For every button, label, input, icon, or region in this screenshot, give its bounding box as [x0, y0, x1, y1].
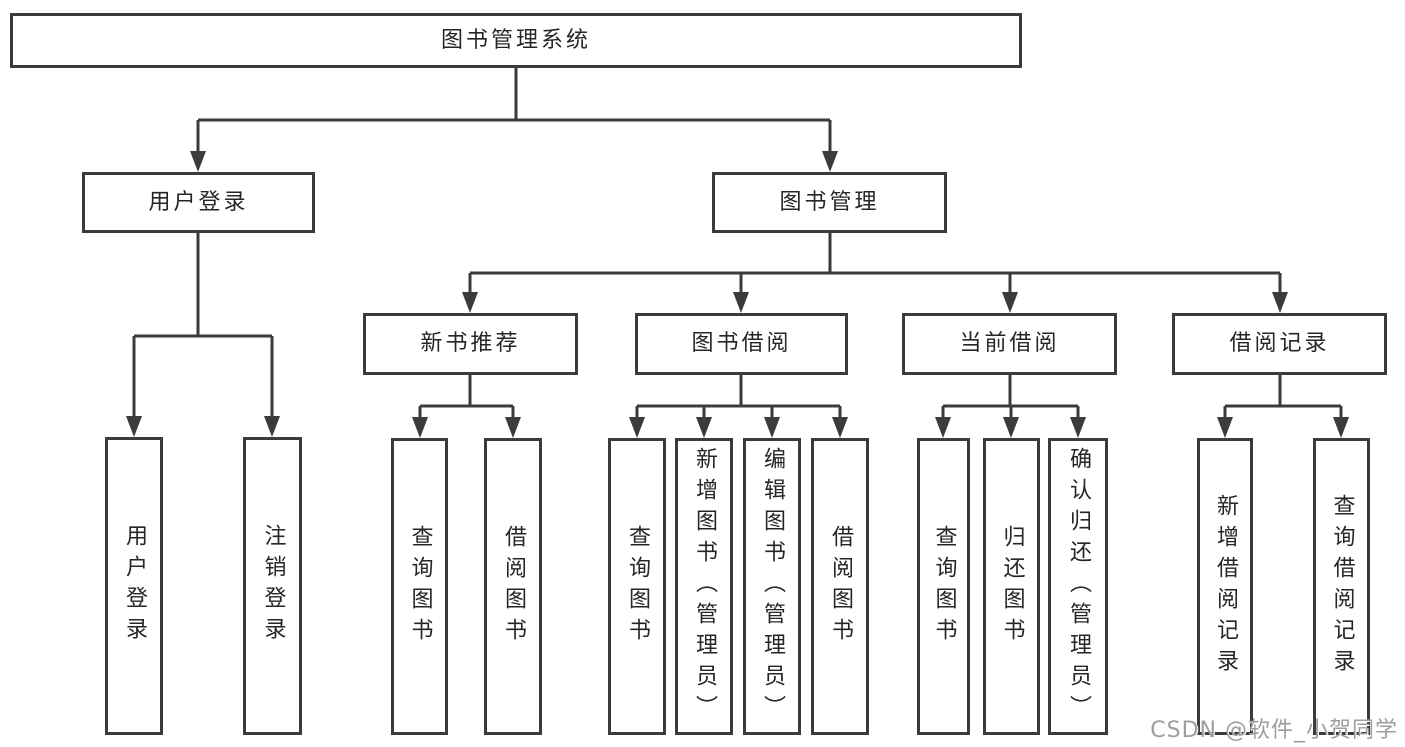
node-book-management-label: 图书管理 [779, 189, 880, 215]
node-user-login-label: 用户登录 [148, 189, 249, 215]
leaf-query-borrow-record: 查询借阅记录 [1313, 438, 1370, 735]
node-new-book-recommend: 新书推荐 [363, 313, 578, 375]
node-library-system-label: 图书管理系统 [440, 27, 591, 53]
leaf-edit-book-admin: 编辑图书（管理员） [743, 438, 801, 735]
leaf-add-borrow-record: 新增借阅记录 [1197, 438, 1253, 735]
leaf-query-book-current-label: 查询图书 [931, 524, 957, 649]
leaf-query-book-borrowing: 查询图书 [608, 438, 666, 735]
leaf-add-borrow-record-label: 新增借阅记录 [1213, 493, 1238, 680]
node-user-login: 用户登录 [82, 172, 315, 233]
node-book-borrowing: 图书借阅 [635, 313, 848, 375]
leaf-return-book-label: 归还图书 [999, 524, 1025, 649]
leaf-query-book-current: 查询图书 [917, 438, 970, 735]
leaf-borrow-book-label: 借阅图书 [828, 524, 853, 649]
csdn-watermark: CSDN @软件_小贺同学 [1150, 718, 1398, 743]
leaf-logout: 注销登录 [243, 437, 302, 735]
leaf-edit-book-admin-label: 编辑图书（管理员） [760, 447, 785, 726]
node-book-management: 图书管理 [712, 172, 947, 233]
node-book-borrowing-label: 图书借阅 [691, 331, 792, 356]
node-current-borrowing: 当前借阅 [902, 313, 1117, 375]
leaf-query-borrow-record-label: 查询借阅记录 [1329, 493, 1355, 680]
leaf-borrow-book: 借阅图书 [811, 438, 869, 735]
leaf-borrow-book-recommend: 借阅图书 [484, 438, 542, 735]
node-borrowing-records: 借阅记录 [1172, 313, 1387, 375]
node-library-system: 图书管理系统 [10, 13, 1022, 68]
leaf-user-login: 用户登录 [105, 437, 163, 735]
leaf-add-book-admin: 新增图书（管理员） [675, 438, 733, 735]
leaf-borrow-book-recommend-label: 借阅图书 [501, 524, 526, 649]
leaf-logout-label: 注销登录 [260, 524, 286, 648]
leaf-confirm-return-admin: 确认归还（管理员） [1048, 438, 1108, 735]
leaf-query-book-recommend: 查询图书 [391, 438, 448, 735]
leaf-user-login-label: 用户登录 [122, 524, 147, 648]
leaf-return-book: 归还图书 [983, 438, 1040, 735]
leaf-confirm-return-admin-label: 确认归还（管理员） [1066, 447, 1091, 726]
node-borrowing-records-label: 借阅记录 [1229, 331, 1330, 356]
node-current-borrowing-label: 当前借阅 [959, 331, 1060, 356]
node-new-book-recommend-label: 新书推荐 [420, 331, 521, 356]
leaf-query-book-borrowing-label: 查询图书 [625, 524, 650, 649]
leaf-query-book-recommend-label: 查询图书 [407, 524, 433, 649]
leaf-add-book-admin-label: 新增图书（管理员） [692, 447, 717, 726]
